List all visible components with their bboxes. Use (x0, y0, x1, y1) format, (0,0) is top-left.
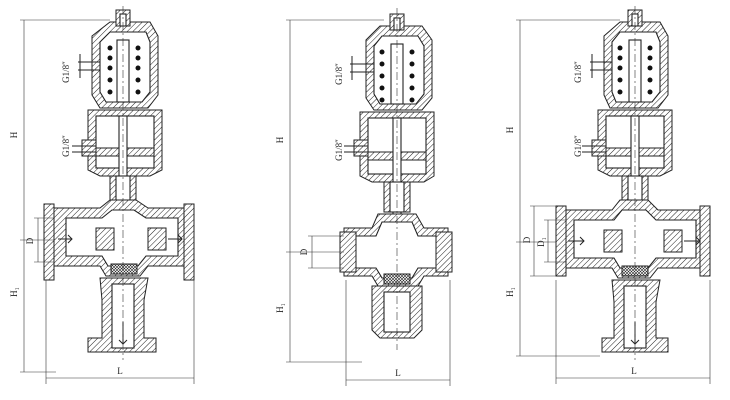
dimensions (286, 19, 451, 386)
spring-coils (617, 45, 653, 95)
dim-H1: H₁ (505, 287, 515, 297)
dim-H1: H₁ (275, 303, 285, 313)
spring-coils (107, 45, 141, 95)
outlet-pipe (87, 277, 157, 353)
dim-D: D (299, 248, 309, 255)
dim-L: L (631, 366, 637, 376)
port-lower-label: G1/8″ (573, 135, 583, 157)
valve-2: H H₁ D L G1/8″ G1/8″ (275, 8, 453, 386)
air-port-upper (78, 54, 100, 78)
air-port-lower (72, 139, 97, 157)
dim-H1: H₁ (9, 287, 19, 297)
air-port-upper (350, 56, 374, 80)
dim-L: L (117, 366, 123, 376)
port-upper-label: G1/8″ (334, 63, 344, 85)
dim-D: D (25, 237, 35, 244)
port-upper-label: G1/8″ (61, 61, 71, 83)
port-lower-label: G1/8″ (61, 135, 71, 157)
dim-D1: D₁ (536, 237, 546, 247)
dim-H: H (9, 131, 19, 138)
valve-body (339, 213, 453, 287)
air-port-lower (582, 139, 607, 157)
valve-body (43, 199, 195, 281)
port-lower-label: G1/8″ (334, 139, 344, 161)
valve-1: H H₁ D L G1/8″ G1/8″ (9, 6, 195, 384)
actuator-housing (365, 13, 433, 111)
dimensions (516, 19, 711, 384)
port-upper-label: G1/8″ (573, 61, 583, 83)
air-port-lower (344, 139, 369, 157)
dim-H: H (505, 126, 515, 133)
valve-body (555, 199, 711, 279)
dim-H: H (275, 136, 285, 143)
actuator-housing (603, 9, 669, 109)
spring-coils (379, 49, 415, 103)
valve-3: H H₁ D D₁ L G1/8″ G1/8″ (505, 6, 711, 384)
actuator-housing (91, 9, 159, 109)
dim-D: D (522, 236, 532, 243)
dim-L: L (395, 368, 401, 378)
air-port-upper (590, 54, 612, 78)
dimensions (20, 19, 195, 384)
